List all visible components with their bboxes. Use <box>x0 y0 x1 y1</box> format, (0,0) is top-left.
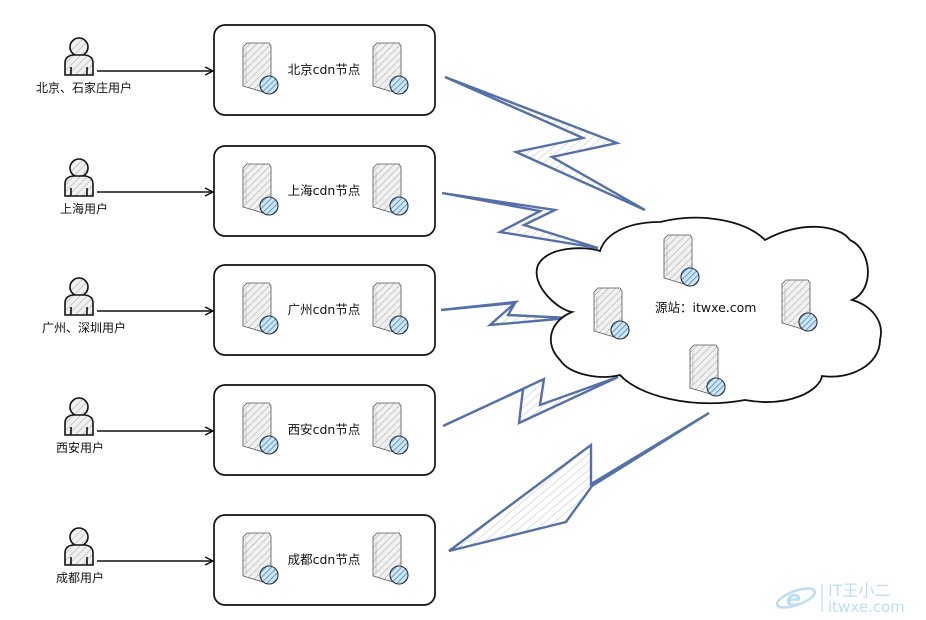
user-icon <box>64 397 94 436</box>
bolt-xian <box>442 375 619 428</box>
cloud-outline <box>535 216 882 405</box>
user-icon <box>64 158 94 197</box>
bolt-chengdu <box>448 411 710 553</box>
svg-text:e: e <box>786 587 801 612</box>
cdn-node-label: 广州cdn节点 <box>288 302 361 317</box>
cdn-row: 广州、深圳用户 广州cdn节点 <box>42 264 436 356</box>
bolt-shanghai <box>441 191 599 250</box>
user-icon <box>64 527 94 566</box>
cdn-node-label: 成都cdn节点 <box>288 552 361 567</box>
request-arrow <box>97 426 215 436</box>
watermark-line2: itwxe.com <box>828 598 905 616</box>
connection-bolts <box>440 75 710 553</box>
cdn-node-label: 西安cdn节点 <box>288 422 361 437</box>
cdn-node-label: 上海cdn节点 <box>288 183 361 198</box>
cdn-row: 西安用户 西安cdn节点 <box>56 384 436 476</box>
user-label: 北京、石家庄用户 <box>36 80 132 95</box>
e-globe-logo-icon: e <box>775 587 817 612</box>
origin-label: 源站：itwxe.com <box>655 300 756 315</box>
cdn-row: 上海用户 上海cdn节点 <box>60 145 436 237</box>
request-arrow <box>97 187 215 197</box>
cdn-row: 成都用户 成都cdn节点 <box>56 514 436 606</box>
watermark: e IT王小二 itwxe.com <box>775 581 905 616</box>
user-icon <box>64 277 94 316</box>
bolt-beijing <box>444 75 646 212</box>
cdn-row: 北京、石家庄用户 北京cdn节点 <box>36 24 436 116</box>
bolt-guangzhou <box>440 300 570 327</box>
user-label: 广州、深圳用户 <box>42 320 126 335</box>
user-label: 上海用户 <box>60 201 108 216</box>
request-arrow <box>97 66 215 76</box>
user-label: 西安用户 <box>56 440 104 455</box>
cdn-node-label: 北京cdn节点 <box>288 62 361 77</box>
request-arrow <box>97 306 215 316</box>
watermark-line1: IT王小二 <box>828 581 891 600</box>
user-label: 成都用户 <box>56 570 104 585</box>
user-icon <box>64 37 94 76</box>
request-arrow <box>97 556 215 566</box>
origin-cloud: 源站：itwxe.com <box>535 216 882 405</box>
